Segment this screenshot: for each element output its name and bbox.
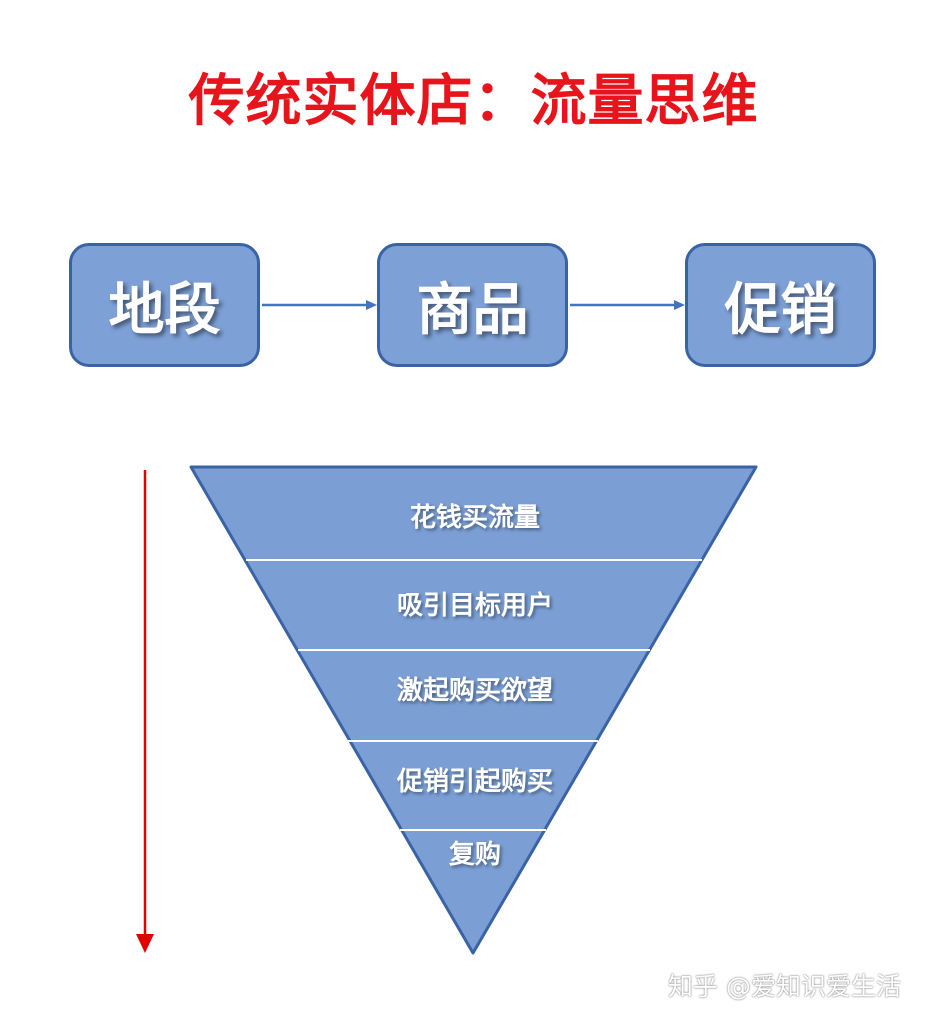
funnel-level-5: 复购 xyxy=(448,840,501,870)
flow-connector-1-arrowhead xyxy=(366,300,377,310)
down-arrow-head xyxy=(136,934,154,953)
funnel-shape xyxy=(189,465,758,955)
funnel-level-4: 促销引起购买 xyxy=(396,767,553,797)
funnel-level-3: 激起购买欲望 xyxy=(396,676,553,706)
flow-step-promotion: 促销 xyxy=(685,243,876,367)
funnel-level-2: 吸引目标用户 xyxy=(396,591,553,621)
flow-step-label: 促销 xyxy=(724,277,837,343)
flow-step-location: 地段 xyxy=(69,243,260,367)
funnel-level-1: 花钱买流量 xyxy=(409,503,540,533)
flow-connector-2-arrowhead xyxy=(674,300,685,310)
flow-step-label: 商品 xyxy=(416,277,529,343)
flow-step-product: 商品 xyxy=(377,243,568,367)
page-title: 传统实体店：流量思维 xyxy=(188,69,759,134)
watermark: 知乎 @爱知识爱生活 xyxy=(668,972,901,1001)
flow-step-label: 地段 xyxy=(108,277,221,343)
